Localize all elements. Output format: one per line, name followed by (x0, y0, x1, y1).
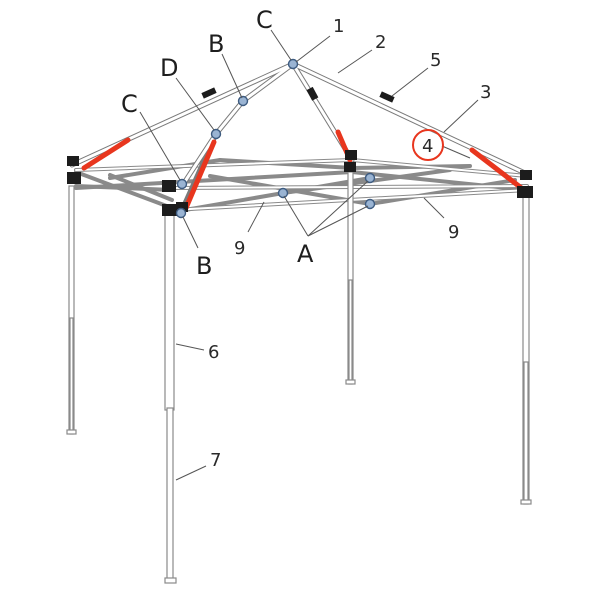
leader-d (175, 77, 215, 131)
joint-hub (287, 58, 299, 70)
foot-front (164, 577, 177, 584)
leader-1 (295, 35, 331, 63)
truss-back-right-a-highlight (351, 159, 528, 177)
leader-9-right (423, 197, 445, 219)
callout-b-bottom: B (196, 252, 212, 280)
joint-rafter-d (210, 128, 222, 140)
leg-front-outer (164, 213, 175, 411)
joint-corner-b (175, 207, 187, 219)
leg-back-left-inner (69, 317, 74, 435)
callout-4: 4 (422, 136, 433, 157)
leader-lines (139, 29, 479, 481)
leader-b-top (221, 53, 243, 99)
leg-back-middle-inner (348, 279, 353, 385)
corner-bracket-back-left-bottom (67, 172, 81, 184)
slider-front (176, 202, 188, 212)
joint-truss-a3 (364, 198, 376, 210)
callout-9-left: 9 (234, 238, 245, 259)
leg-right-inner (523, 361, 529, 505)
rafter-front-upper-inner (241, 62, 295, 103)
callout-5: 5 (430, 50, 441, 71)
strap-front (183, 139, 217, 211)
clip-rafter-back-left (201, 87, 217, 99)
callout-4-highlight-ring (412, 129, 444, 161)
corner-bracket-back-top (345, 150, 357, 160)
truss-front-left-c (108, 173, 174, 202)
strap-back-left (81, 137, 131, 171)
callout-7: 7 (210, 450, 221, 471)
joint-rafter-b (237, 95, 249, 107)
callout-b-top: B (208, 30, 224, 58)
rafter-back-left-inner (70, 62, 295, 167)
leader-2 (337, 49, 373, 74)
truss-front-left-b (74, 184, 174, 192)
leader-b-bottom (182, 216, 199, 249)
corner-bracket-back-bottom (344, 162, 356, 172)
truss-mid-a (218, 158, 354, 170)
leader-5 (391, 67, 429, 97)
foot-back-left (66, 429, 77, 435)
leader-a1 (283, 195, 309, 237)
corner-bracket-front-bottom (162, 204, 178, 216)
truss-front-x4 (368, 178, 517, 206)
scissor-truss (74, 158, 529, 212)
leader-6 (175, 343, 205, 351)
clips (67, 86, 533, 216)
strap-right (469, 147, 527, 193)
truss-back-left-b (74, 170, 354, 190)
callout-3: 3 (480, 82, 491, 103)
leader-3 (443, 99, 479, 133)
foot-back-middle (345, 379, 356, 385)
leader-a2 (307, 180, 369, 237)
truss-back-left-a-highlight (75, 159, 353, 171)
callout-2: 2 (375, 32, 386, 53)
corner-bracket-right-bottom (517, 186, 533, 198)
leader-4 (441, 145, 471, 159)
corner-bracket-right-top (520, 170, 532, 180)
letter-callouts: C B D C B A (121, 6, 314, 280)
rafter-front-lower-inner (180, 132, 218, 188)
corner-bracket-front-top (162, 180, 176, 192)
rafter-right-inner (291, 62, 529, 176)
callout-d: D (160, 54, 178, 82)
legs (66, 171, 532, 584)
callout-a: A (297, 240, 314, 268)
joint-truss-a2 (364, 172, 376, 184)
truss-front-x2 (208, 174, 372, 206)
joint-truss-a1 (277, 187, 289, 199)
leg-front-inner (166, 407, 174, 581)
number-callouts: 1 2 5 3 4 9 9 6 7 (208, 16, 491, 471)
leader-c-top (270, 29, 292, 61)
leader-7 (175, 465, 207, 481)
clip-rafter-back (306, 86, 319, 101)
callout-1: 1 (333, 16, 344, 37)
callout-9-right: 9 (448, 222, 459, 243)
leader-a3 (307, 205, 369, 237)
truss-mid-c (350, 164, 472, 170)
leader-9-left (247, 201, 265, 233)
callout-c-left: C (121, 90, 138, 118)
callout-c-top: C (256, 6, 273, 34)
clip-rafter-right (379, 91, 395, 103)
leader-c-left (139, 111, 181, 181)
callout-6: 6 (208, 342, 219, 363)
joint-corner-c (176, 178, 188, 190)
corner-bracket-back-left-top (67, 156, 79, 166)
foot-right (520, 499, 532, 505)
rafter-front-middle-inner (214, 99, 245, 136)
